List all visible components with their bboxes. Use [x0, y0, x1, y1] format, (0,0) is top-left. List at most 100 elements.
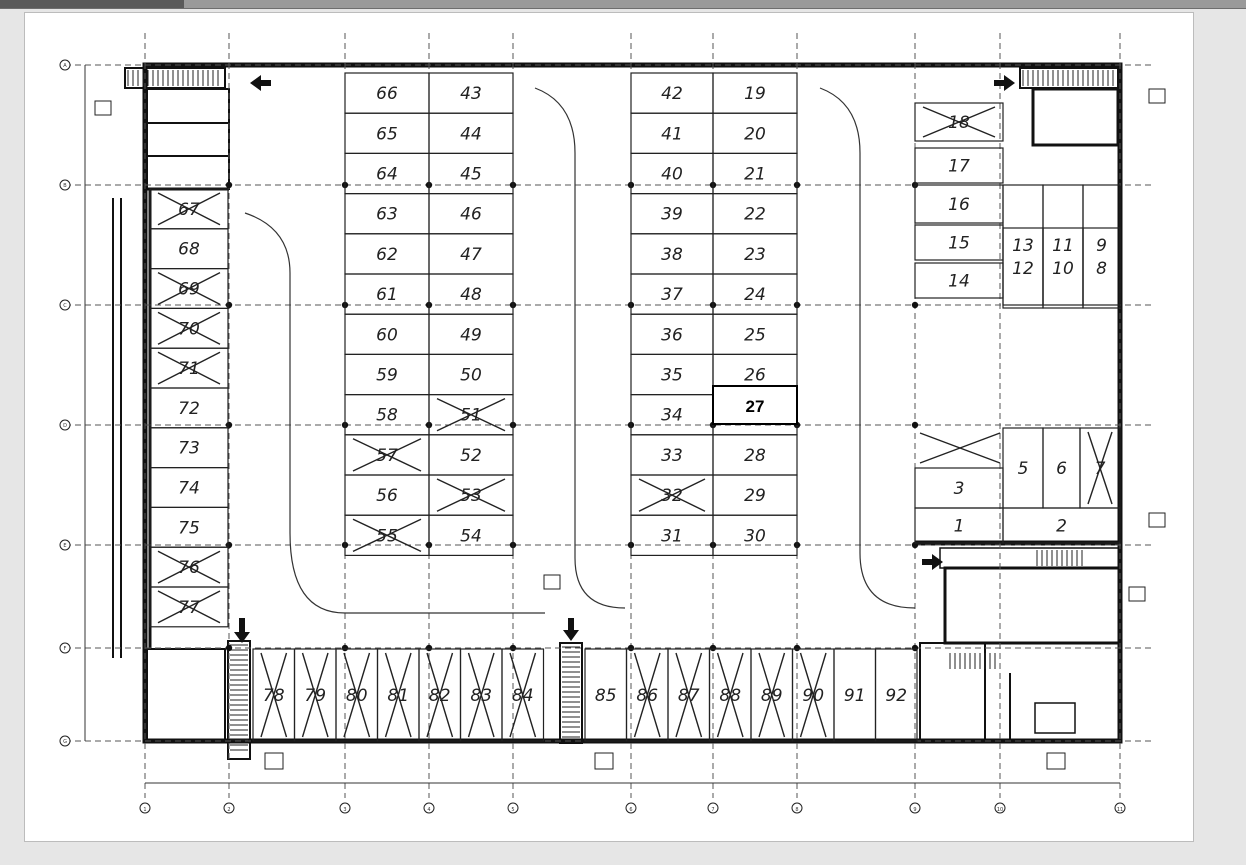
parking-space-label[interactable]: 23: [744, 245, 766, 265]
parking-space-label[interactable]: 9: [1096, 236, 1107, 256]
parking-space-label[interactable]: 20: [744, 124, 766, 144]
parking-space-label[interactable]: 3: [954, 479, 965, 499]
parking-space-label[interactable]: 33: [661, 446, 683, 466]
parking-space-label[interactable]: 70: [178, 319, 200, 339]
parking-space-label[interactable]: 90: [802, 686, 824, 706]
parking-space[interactable]: [1002, 507, 1121, 544]
parking-space-label[interactable]: 85: [595, 686, 617, 706]
parking-space-label[interactable]: 26: [744, 366, 766, 386]
parking-space-label[interactable]: 15: [948, 234, 970, 254]
parking-space[interactable]: [501, 648, 545, 742]
parking-space-label[interactable]: 5: [1018, 459, 1029, 479]
parking-space-label[interactable]: 51: [460, 406, 482, 426]
parking-space-label[interactable]: 83: [470, 686, 492, 706]
parking-space-label[interactable]: 53: [460, 486, 482, 506]
parking-space-label[interactable]: 82: [429, 686, 451, 706]
parking-space-label[interactable]: 32: [661, 486, 683, 506]
parking-space-label[interactable]: 77: [178, 598, 200, 618]
parking-space-label[interactable]: 41: [661, 124, 683, 144]
parking-space-label[interactable]: 17: [948, 157, 970, 177]
parking-space-label[interactable]: 67: [178, 200, 200, 220]
parking-space-label[interactable]: 21: [744, 165, 766, 185]
parking-space-label[interactable]: 78: [263, 686, 285, 706]
parking-space-label[interactable]: 29: [744, 486, 766, 506]
parking-space-label[interactable]: 2: [1056, 517, 1067, 537]
parking-space-label[interactable]: 92: [885, 686, 907, 706]
parking-space-label[interactable]: 8: [1096, 259, 1107, 279]
parking-space-label[interactable]: 75: [178, 518, 200, 538]
parking-space-label[interactable]: 64: [376, 165, 398, 185]
parking-space-label[interactable]: 84: [512, 686, 534, 706]
parking-space-label[interactable]: 18: [948, 113, 970, 133]
parking-space-label[interactable]: 48: [460, 285, 482, 305]
parking-space-label[interactable]: 61: [376, 285, 398, 305]
highlighted-space-label[interactable]: 27: [746, 397, 765, 416]
parking-space-label[interactable]: 38: [661, 245, 683, 265]
parking-space-label[interactable]: 46: [460, 205, 482, 225]
parking-space-label[interactable]: 80: [346, 686, 368, 706]
parking-space-label[interactable]: 6: [1056, 459, 1067, 479]
parking-space-label[interactable]: 45: [460, 165, 482, 185]
parking-space-label[interactable]: 72: [178, 399, 200, 419]
parking-space-label[interactable]: 71: [178, 359, 200, 379]
parking-space-label[interactable]: 35: [661, 366, 683, 386]
parking-space-label[interactable]: 65: [376, 124, 398, 144]
parking-space-label[interactable]: 62: [376, 245, 398, 265]
parking-space[interactable]: [712, 514, 798, 557]
parking-space-label[interactable]: 91: [844, 686, 866, 706]
parking-space-label[interactable]: 11: [1052, 236, 1074, 256]
parking-space[interactable]: [914, 147, 1004, 184]
parking-space-label[interactable]: 58: [376, 406, 398, 426]
parking-space-label[interactable]: 19: [744, 84, 766, 104]
parking-space-label[interactable]: 49: [460, 325, 482, 345]
parking-space-label[interactable]: 12: [1012, 259, 1034, 279]
parking-space-label[interactable]: 56: [376, 486, 398, 506]
parking-space-label[interactable]: 44: [460, 124, 482, 144]
parking-space-label[interactable]: 54: [460, 526, 482, 546]
parking-space-label[interactable]: 74: [178, 479, 200, 499]
parking-space-label[interactable]: 57: [376, 446, 398, 466]
parking-space[interactable]: [428, 514, 514, 557]
parking-space-label[interactable]: 13: [1012, 236, 1034, 256]
parking-space-label[interactable]: 16: [948, 195, 970, 215]
parking-space-label[interactable]: 89: [761, 686, 783, 706]
parking-space[interactable]: [1082, 227, 1121, 309]
parking-space-label[interactable]: 40: [661, 165, 683, 185]
parking-space-label[interactable]: 7: [1095, 459, 1106, 479]
parking-space-label[interactable]: 69: [178, 280, 200, 300]
parking-space[interactable]: [149, 586, 229, 628]
parking-space-label[interactable]: 25: [744, 325, 766, 345]
parking-space-label[interactable]: 79: [304, 686, 326, 706]
parking-space-label[interactable]: 28: [744, 446, 766, 466]
parking-space[interactable]: [874, 648, 918, 742]
parking-space-label[interactable]: 63: [376, 205, 398, 225]
parking-space-label[interactable]: 14: [948, 272, 970, 292]
parking-space-label[interactable]: 10: [1052, 259, 1074, 279]
parking-space-label[interactable]: 59: [376, 366, 398, 386]
parking-space-label[interactable]: 22: [744, 205, 766, 225]
parking-space-label[interactable]: 43: [460, 84, 482, 104]
parking-space-label[interactable]: 66: [376, 84, 398, 104]
parking-space-label[interactable]: 34: [661, 406, 683, 426]
parking-space-label[interactable]: 47: [460, 245, 482, 265]
parking-space-label[interactable]: 52: [460, 446, 482, 466]
parking-space-label[interactable]: 36: [661, 325, 683, 345]
parking-space-label[interactable]: 73: [178, 439, 200, 459]
parking-space-label[interactable]: 1: [954, 517, 965, 537]
parking-space[interactable]: [914, 102, 1004, 142]
parking-space-label[interactable]: 60: [376, 325, 398, 345]
parking-space-label[interactable]: 24: [744, 285, 766, 305]
parking-space-label[interactable]: 39: [661, 205, 683, 225]
parking-space-label[interactable]: 76: [178, 558, 200, 578]
parking-space-label[interactable]: 42: [661, 84, 683, 104]
parking-space-label[interactable]: 68: [178, 240, 200, 260]
parking-space-label[interactable]: 31: [661, 526, 683, 546]
parking-space-label[interactable]: 50: [460, 366, 482, 386]
parking-space-label[interactable]: 88: [719, 686, 741, 706]
parking-space-label[interactable]: 86: [636, 686, 658, 706]
parking-space-label[interactable]: 55: [376, 526, 398, 546]
parking-space-label[interactable]: 87: [678, 686, 700, 706]
parking-space-label[interactable]: 81: [387, 686, 409, 706]
parking-space-label[interactable]: 30: [744, 526, 766, 546]
parking-space-label[interactable]: 37: [661, 285, 683, 305]
